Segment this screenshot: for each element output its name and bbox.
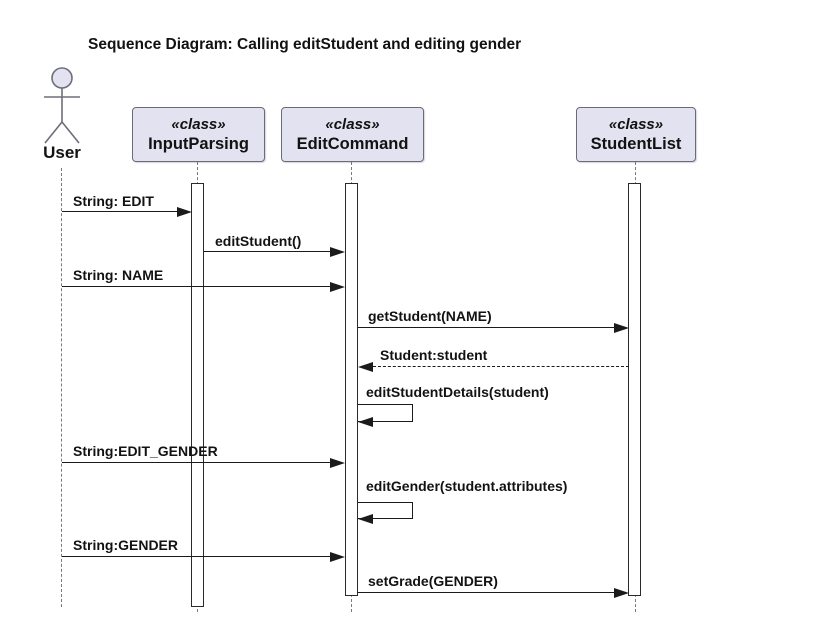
arrowhead-right-icon — [330, 552, 345, 562]
activation-studentlist — [628, 183, 641, 596]
message-label: Student:student — [380, 347, 488, 363]
message-line — [204, 251, 331, 252]
participant-stereotype: «class» — [325, 115, 380, 133]
self-call-loop — [358, 502, 413, 519]
message-label: String:EDIT_GENDER — [73, 443, 218, 459]
arrowhead-left-icon — [358, 514, 373, 524]
participant-name: InputParsing — [148, 134, 249, 153]
actor-head — [51, 67, 73, 89]
message-line — [62, 462, 331, 463]
participant-editcommand: «class» EditCommand — [281, 107, 424, 162]
activation-editcommand — [345, 183, 358, 596]
participant-name: StudentList — [590, 134, 682, 153]
message-line — [62, 556, 331, 557]
arrowhead-left-icon — [358, 362, 373, 372]
participant-stereotype: «class» — [171, 115, 226, 133]
message-label: String:GENDER — [73, 537, 178, 553]
diagram-title: Sequence Diagram: Calling editStudent an… — [88, 36, 522, 53]
actor-name: User — [43, 143, 81, 162]
actor-right-leg — [61, 121, 80, 144]
message-label: editGender(student.attributes) — [366, 478, 568, 494]
participant-name: EditCommand — [296, 134, 409, 153]
participant-studentlist: «class» StudentList — [576, 107, 696, 162]
message-label: setGrade(GENDER) — [368, 573, 498, 589]
message-label: getStudent(NAME) — [368, 308, 492, 324]
arrowhead-right-icon — [177, 207, 192, 217]
message-line — [62, 211, 178, 212]
message-line — [373, 366, 629, 367]
message-label: String: NAME — [73, 267, 164, 283]
participant-inputparsing: «class» InputParsing — [132, 107, 265, 162]
arrowhead-right-icon — [614, 588, 629, 598]
message-line — [62, 286, 331, 287]
actor-figure-icon — [44, 67, 80, 144]
activation-inputparsing — [191, 183, 204, 607]
message-line — [358, 592, 615, 593]
participant-stereotype: «class» — [608, 115, 664, 133]
arrowhead-right-icon — [330, 282, 345, 292]
arrowhead-right-icon — [614, 323, 629, 333]
arrowhead-right-icon — [330, 247, 345, 257]
message-label: editStudentDetails(student) — [366, 384, 549, 400]
actor-left-leg — [44, 121, 63, 144]
arrowhead-left-icon — [358, 417, 373, 427]
arrowhead-right-icon — [330, 458, 345, 468]
message-label: editStudent() — [215, 233, 302, 249]
self-call-loop — [358, 404, 413, 422]
message-line — [358, 327, 615, 328]
lifeline-user — [61, 168, 62, 607]
message-label: String: EDIT — [73, 193, 154, 209]
